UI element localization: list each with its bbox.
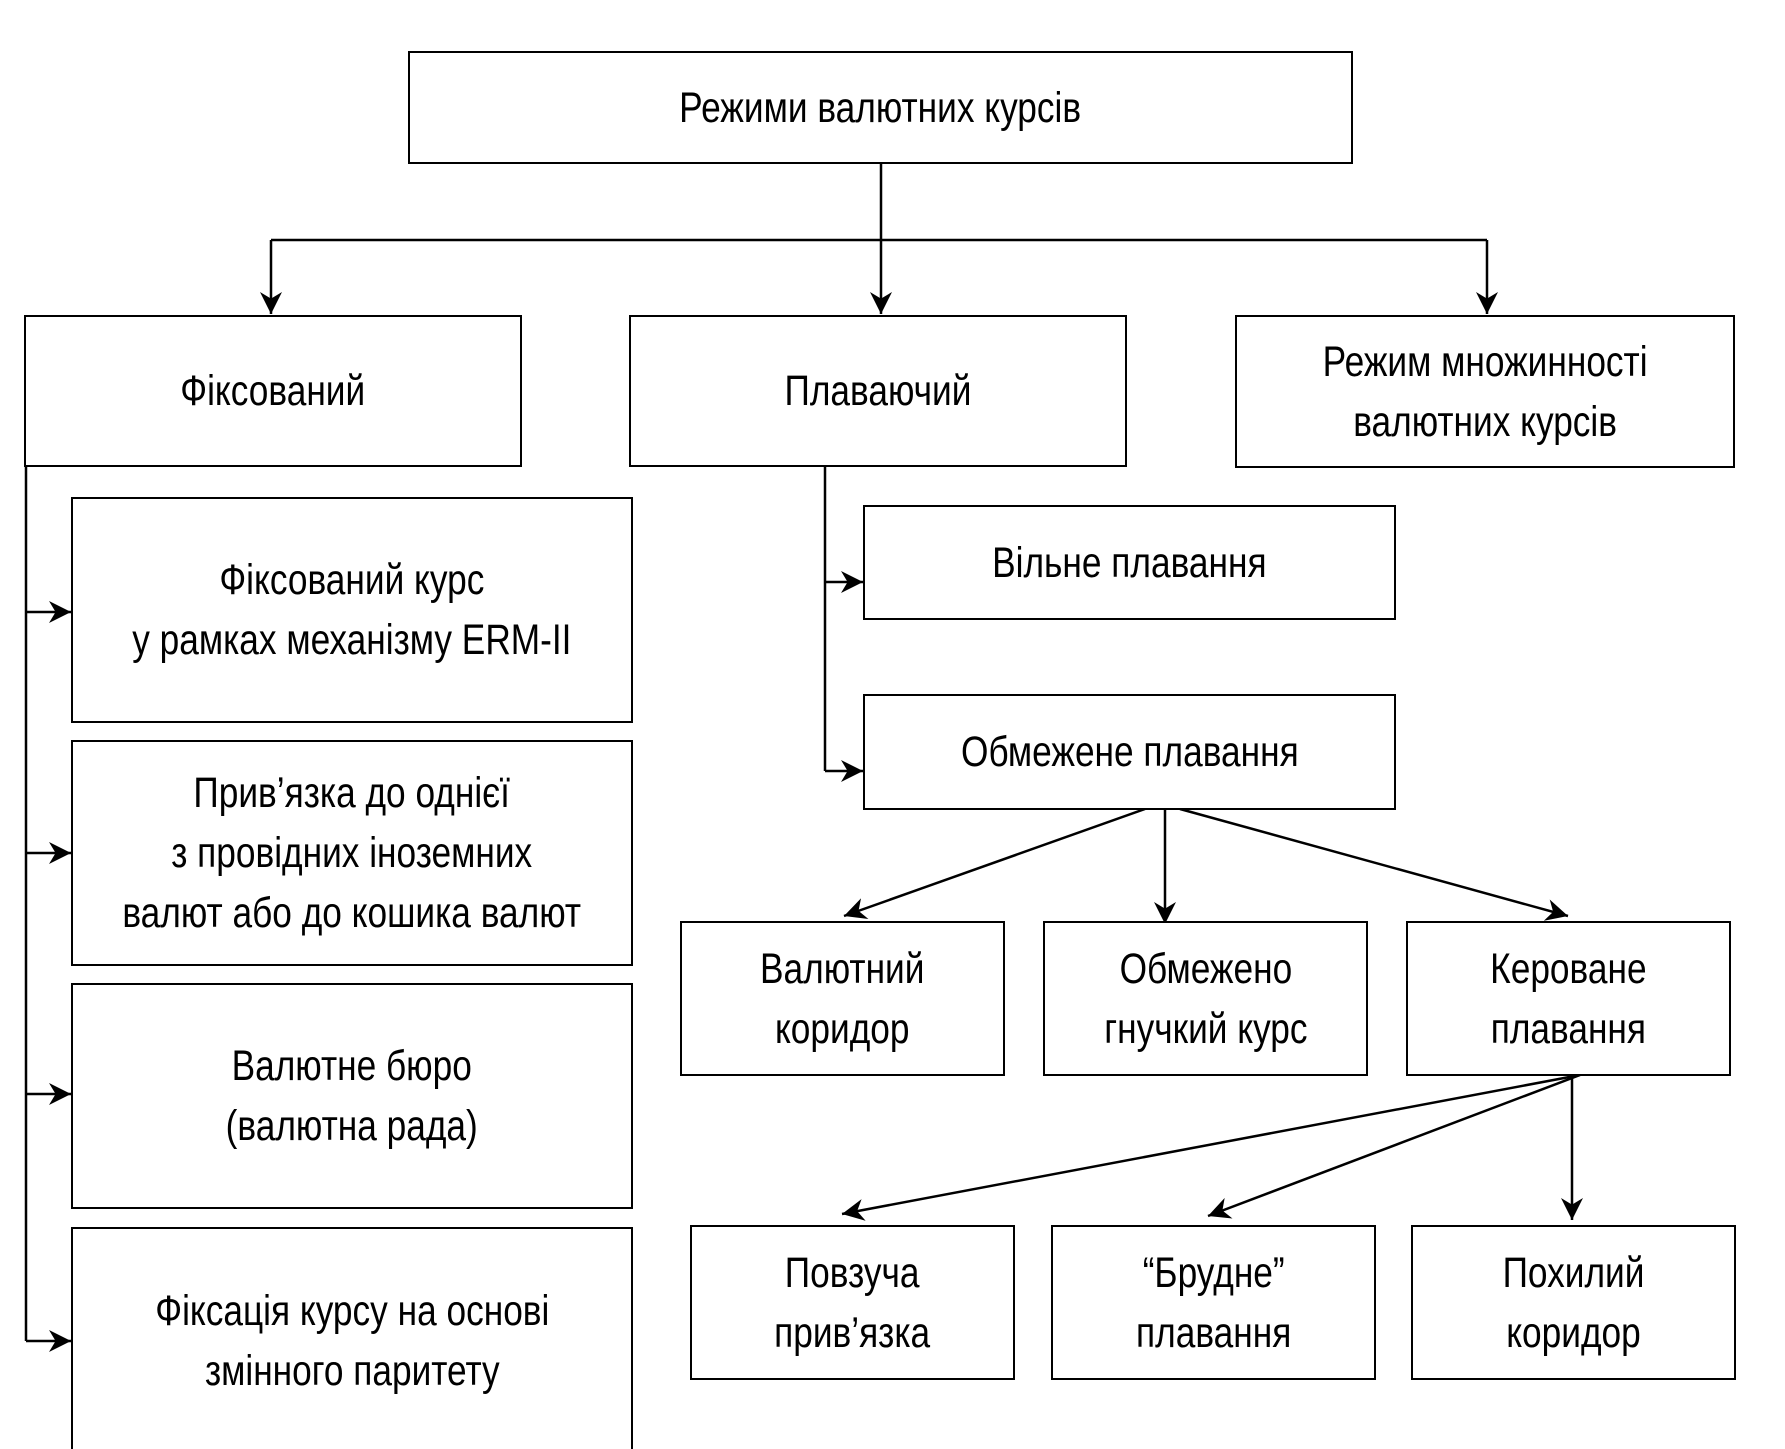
limited-floating-node: Обмежене плавання — [863, 694, 1396, 810]
sloping-corridor-line-2: коридор — [1506, 1308, 1641, 1357]
currency-corridor-line-1: Валютний — [760, 944, 925, 993]
variable-parity-node: Фіксація курсу на основі змінного парите… — [71, 1227, 633, 1449]
free-floating-label: Вільне плавання — [992, 538, 1267, 587]
erm-ii-line-1: Фіксований курс — [219, 556, 485, 604]
managed-floating-node: Кероване плавання — [1406, 921, 1731, 1076]
sloping-corridor-node: Похилий коридор — [1411, 1225, 1736, 1380]
currency-board-line-2: (валютна рада) — [225, 1102, 479, 1150]
managed-floating-line-1: Кероване — [1490, 944, 1647, 993]
currency-peg-line-2: з провідних іноземних — [171, 829, 533, 877]
arrow-to-dirty — [1207, 1073, 1581, 1219]
root-node: Режими валютних курсів — [408, 51, 1353, 164]
free-floating-node: Вільне плавання — [863, 505, 1396, 620]
currency-board-node: Валютне бюро (валютна рада) — [71, 983, 633, 1209]
floating-node: Плаваючий — [629, 315, 1127, 467]
erm-ii-line-2: у рамках механізму ERM-II — [132, 616, 572, 664]
multiple-rates-line-2: валютних курсів — [1353, 397, 1617, 446]
currency-peg-node: Прив’язка до однієї з провідних іноземни… — [71, 740, 633, 966]
currency-peg-line-1: Прив’язка до однієї — [193, 769, 511, 817]
multiple-rates-node: Режим множинності валютних курсів — [1235, 315, 1735, 468]
limited-flexible-node: Обмежено гнучкий курс — [1043, 921, 1368, 1076]
crawling-peg-line-2: прив’язка — [774, 1308, 931, 1357]
sloping-corridor-line-1: Похилий — [1502, 1248, 1645, 1297]
managed-floating-line-2: плавання — [1490, 1004, 1647, 1053]
arrow-to-crawling — [841, 1073, 1581, 1221]
fixed-node-label: Фіксований — [180, 367, 366, 415]
root-node-label: Режими валютних курсів — [679, 83, 1082, 132]
arrow-to-corridor — [843, 807, 1146, 919]
variable-parity-line-1: Фіксація курсу на основі — [154, 1286, 550, 1335]
crawling-peg-line-1: Повзуча — [785, 1248, 920, 1297]
floating-node-label: Плаваючий — [784, 367, 972, 415]
dirty-floating-line-1: “Брудне” — [1142, 1248, 1285, 1297]
currency-corridor-line-2: коридор — [775, 1004, 910, 1053]
currency-corridor-node: Валютний коридор — [680, 921, 1005, 1076]
fixed-node: Фіксований — [24, 315, 522, 467]
limited-flexible-line-1: Обмежено — [1119, 944, 1292, 993]
arrow-to-managed — [1179, 807, 1569, 921]
erm-ii-node: Фіксований курс у рамках механізму ERM-I… — [71, 497, 633, 723]
currency-peg-line-3: валют або до кошика валют — [122, 889, 582, 937]
currency-board-line-1: Валютне бюро — [231, 1042, 473, 1090]
crawling-peg-node: Повзуча прив’язка — [690, 1225, 1015, 1380]
multiple-rates-line-1: Режим множинності — [1322, 337, 1648, 386]
limited-floating-label: Обмежене плавання — [960, 728, 1299, 776]
limited-flexible-line-2: гнучкий курс — [1103, 1004, 1308, 1053]
dirty-floating-line-2: плавання — [1135, 1308, 1292, 1357]
variable-parity-line-2: змінного паритету — [204, 1346, 500, 1395]
dirty-floating-node: “Брудне” плавання — [1051, 1225, 1376, 1380]
